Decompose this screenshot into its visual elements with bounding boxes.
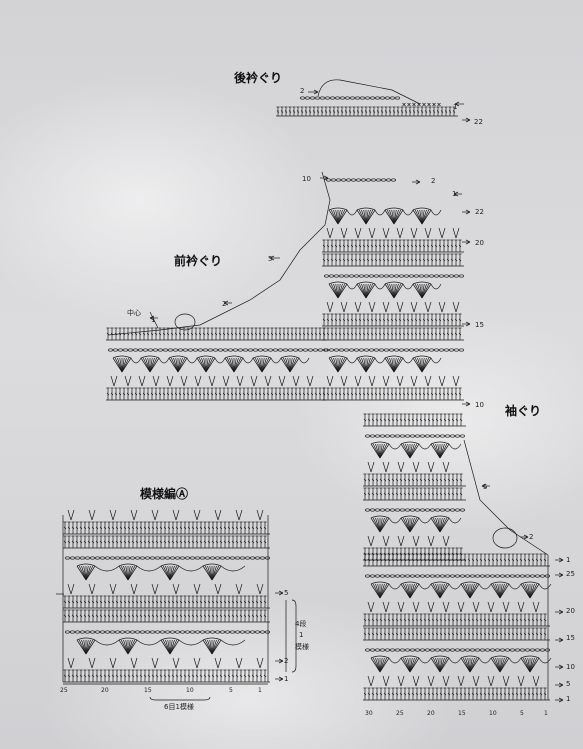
repeat-stitch-label: 6目1模様 (164, 702, 194, 711)
pattern-row-5: 5 (284, 589, 288, 597)
arm-row-5b: 5 (566, 680, 570, 688)
pattern-row-2: 2 (284, 657, 288, 665)
armhole-title: 袖ぐり (505, 403, 541, 418)
arm-row-15: 15 (566, 634, 575, 642)
front-row-2-top: 2 (431, 177, 435, 185)
front-row-10: 10 (302, 175, 311, 183)
pattern-title: 模様編Ⓐ (140, 486, 188, 501)
arm-row-1: 1 (566, 556, 570, 564)
center-marker: 中心 (127, 308, 141, 317)
front-row-5-left: 5 (268, 255, 272, 263)
front-row-15: 15 (475, 321, 484, 329)
pattern-col-5: 5 (229, 687, 233, 694)
repeat-rows-label: 4段 (295, 619, 306, 628)
arm-col-1: 1 (544, 710, 548, 717)
front-row-10-bottom: 10 (475, 401, 484, 409)
pattern-row-1: 1 (284, 675, 288, 683)
front-row-22: 22 (475, 208, 484, 216)
front-row-1-top: 1 (452, 190, 456, 198)
arm-col-15: 15 (458, 710, 466, 717)
front-row-20: 20 (475, 239, 484, 247)
pattern-col-10: 10 (186, 687, 194, 694)
arm-col-25: 25 (396, 710, 404, 717)
arm-row-20: 20 (566, 607, 575, 615)
repeat-rows-unit: 1 (299, 631, 303, 639)
pattern-col-25: 25 (60, 687, 68, 694)
back-row-22: 22 (474, 118, 483, 126)
arm-row-2: 2 (529, 533, 533, 541)
back-neck-title: 後衿ぐり (234, 70, 282, 85)
pattern-col-1: 1 (258, 687, 262, 694)
arm-row-5: 5 (483, 483, 487, 491)
arm-col-20: 20 (427, 710, 435, 717)
pattern-col-20: 20 (101, 687, 109, 694)
arm-row-25: 25 (566, 570, 575, 578)
front-row-2-left: 2 (222, 300, 226, 308)
repeat-rows-pattern: 模様 (295, 642, 309, 651)
arm-col-10: 10 (489, 710, 497, 717)
arm-row-10: 10 (566, 663, 575, 671)
chart-strokes (56, 79, 564, 703)
front-row-1-left: 1 (151, 316, 155, 324)
back-row-2: 2 (300, 87, 304, 95)
arm-col-5: 5 (520, 710, 524, 717)
front-neck-title: 前衿ぐり (174, 253, 222, 268)
arm-col-30: 30 (365, 710, 373, 717)
back-row-1: 1 (453, 103, 457, 111)
arm-row-1b: 1 (566, 695, 570, 703)
pattern-col-15: 15 (144, 687, 152, 694)
